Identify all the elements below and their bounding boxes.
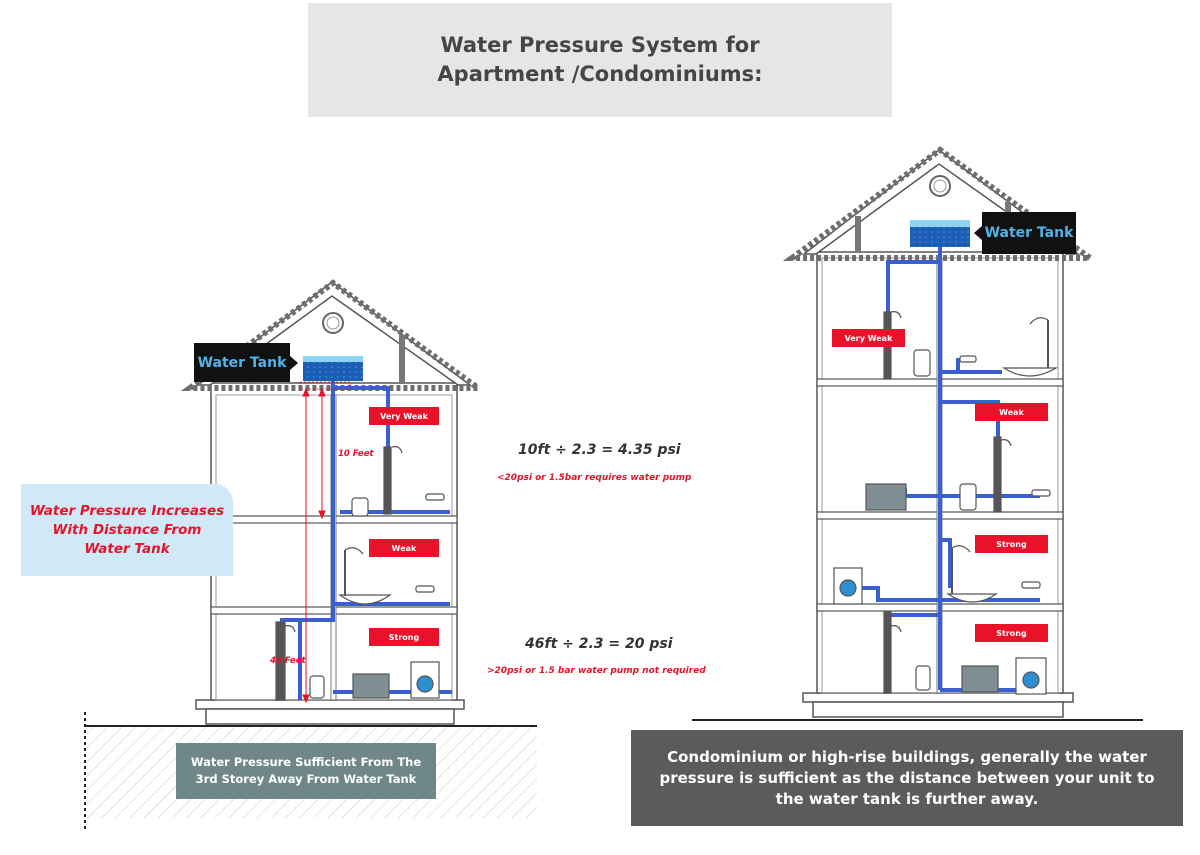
sink-icon-r1 [959, 355, 977, 363]
formula-10ft-note: <20psi or 1.5bar requires water pump [497, 473, 692, 483]
bathtub-icon [338, 594, 392, 605]
base-slab [195, 699, 465, 710]
shower-head-icon-3 [284, 625, 296, 633]
toilet-icon-r2 [959, 483, 977, 511]
title-line-2: Apartment /Condominiums: [437, 62, 763, 86]
roof-vent-right [929, 175, 951, 197]
sufficient-line-1: Water Pressure Sufficient From The [190, 755, 422, 769]
right-tank-label: Water Tank [974, 212, 1076, 254]
foundation [205, 708, 455, 725]
sink-icon-r3 [1021, 581, 1041, 589]
right-pressure-weak: Weak [975, 403, 1048, 421]
increase-line-2: With Distance From [52, 521, 202, 538]
shower-head-icon-r2 [1000, 439, 1012, 447]
shower-head-icon [391, 446, 403, 454]
distance-arrows [302, 387, 326, 704]
left-fixtures [275, 446, 445, 701]
right-pressure-strong-1: Strong [975, 535, 1048, 553]
shower-head-icon-r1b [1029, 317, 1049, 325]
shower-head-icon-r1 [890, 311, 902, 319]
cabinet-sink-icon-r2 [865, 483, 907, 511]
shower-head-icon-r4 [890, 625, 902, 633]
toilet-icon-r1 [913, 349, 931, 377]
pressure-increase-callout: Water Pressure Increases With Distance F… [21, 484, 233, 576]
cabinet-sink-icon-r4 [961, 665, 999, 693]
right-building [692, 146, 1143, 721]
foundation-right [812, 701, 1064, 718]
toilet-icon-r4 [915, 665, 931, 691]
sink-icon [425, 493, 445, 501]
shower-pole-2 [275, 621, 286, 701]
bathtub-icon-r3 [945, 593, 998, 603]
formula-46ft-note: >20psi or 1.5 bar water pump not require… [487, 666, 706, 676]
cabinet-sink-icon [352, 673, 390, 699]
condo-line-3: the water tank is further away. [775, 789, 1039, 808]
distance-10-feet: 10 Feet [338, 449, 374, 459]
shower-pole-r2 [993, 436, 1002, 513]
shower-head-icon-r3 [951, 545, 971, 553]
condo-explanation-callout: Condominium or high-rise buildings, gene… [631, 730, 1183, 826]
right-pressure-very-weak: Very Weak [832, 329, 905, 347]
roof-tiles-right [782, 146, 1100, 261]
condo-line-2: pressure is sufficient as the distance b… [659, 768, 1155, 787]
formula-10ft: 10ft ÷ 2.3 = 4.35 psi [518, 442, 681, 458]
condo-line-1: Condominium or high-rise buildings, gene… [667, 747, 1147, 766]
title-box: Water Pressure System for Apartment /Con… [308, 3, 892, 117]
pressure-sufficient-callout: Water Pressure Sufficient From The 3rd S… [176, 743, 436, 799]
right-fixtures [833, 311, 1059, 695]
bathtub-icon-r1 [1001, 367, 1059, 377]
formula-46ft: 46ft ÷ 2.3 = 20 psi [525, 636, 673, 652]
roof-vent [322, 312, 344, 334]
left-pressure-weak: Weak [369, 539, 439, 557]
left-pressure-very-weak: Very Weak [369, 407, 439, 425]
increase-line-3: Water Tank [84, 540, 170, 557]
shower-pole [383, 446, 392, 515]
sink-icon-2 [415, 585, 435, 593]
increase-line-1: Water Pressure Increases [29, 502, 225, 519]
sufficient-line-2: 3rd Storey Away From Water Tank [195, 772, 417, 786]
left-tank-label: Water Tank [194, 343, 298, 382]
toilet-icon-2 [309, 675, 325, 699]
toilet-icon [351, 497, 369, 517]
right-pressure-strong-2: Strong [975, 624, 1048, 642]
title-line-1: Water Pressure System for [440, 33, 760, 57]
shower-pole-r4 [883, 611, 892, 694]
distance-40-feet: 40 Feet [270, 656, 306, 666]
sink-icon-r2 [1031, 489, 1051, 497]
left-pressure-strong: Strong [369, 628, 439, 646]
shower-head-icon-2 [344, 547, 364, 555]
